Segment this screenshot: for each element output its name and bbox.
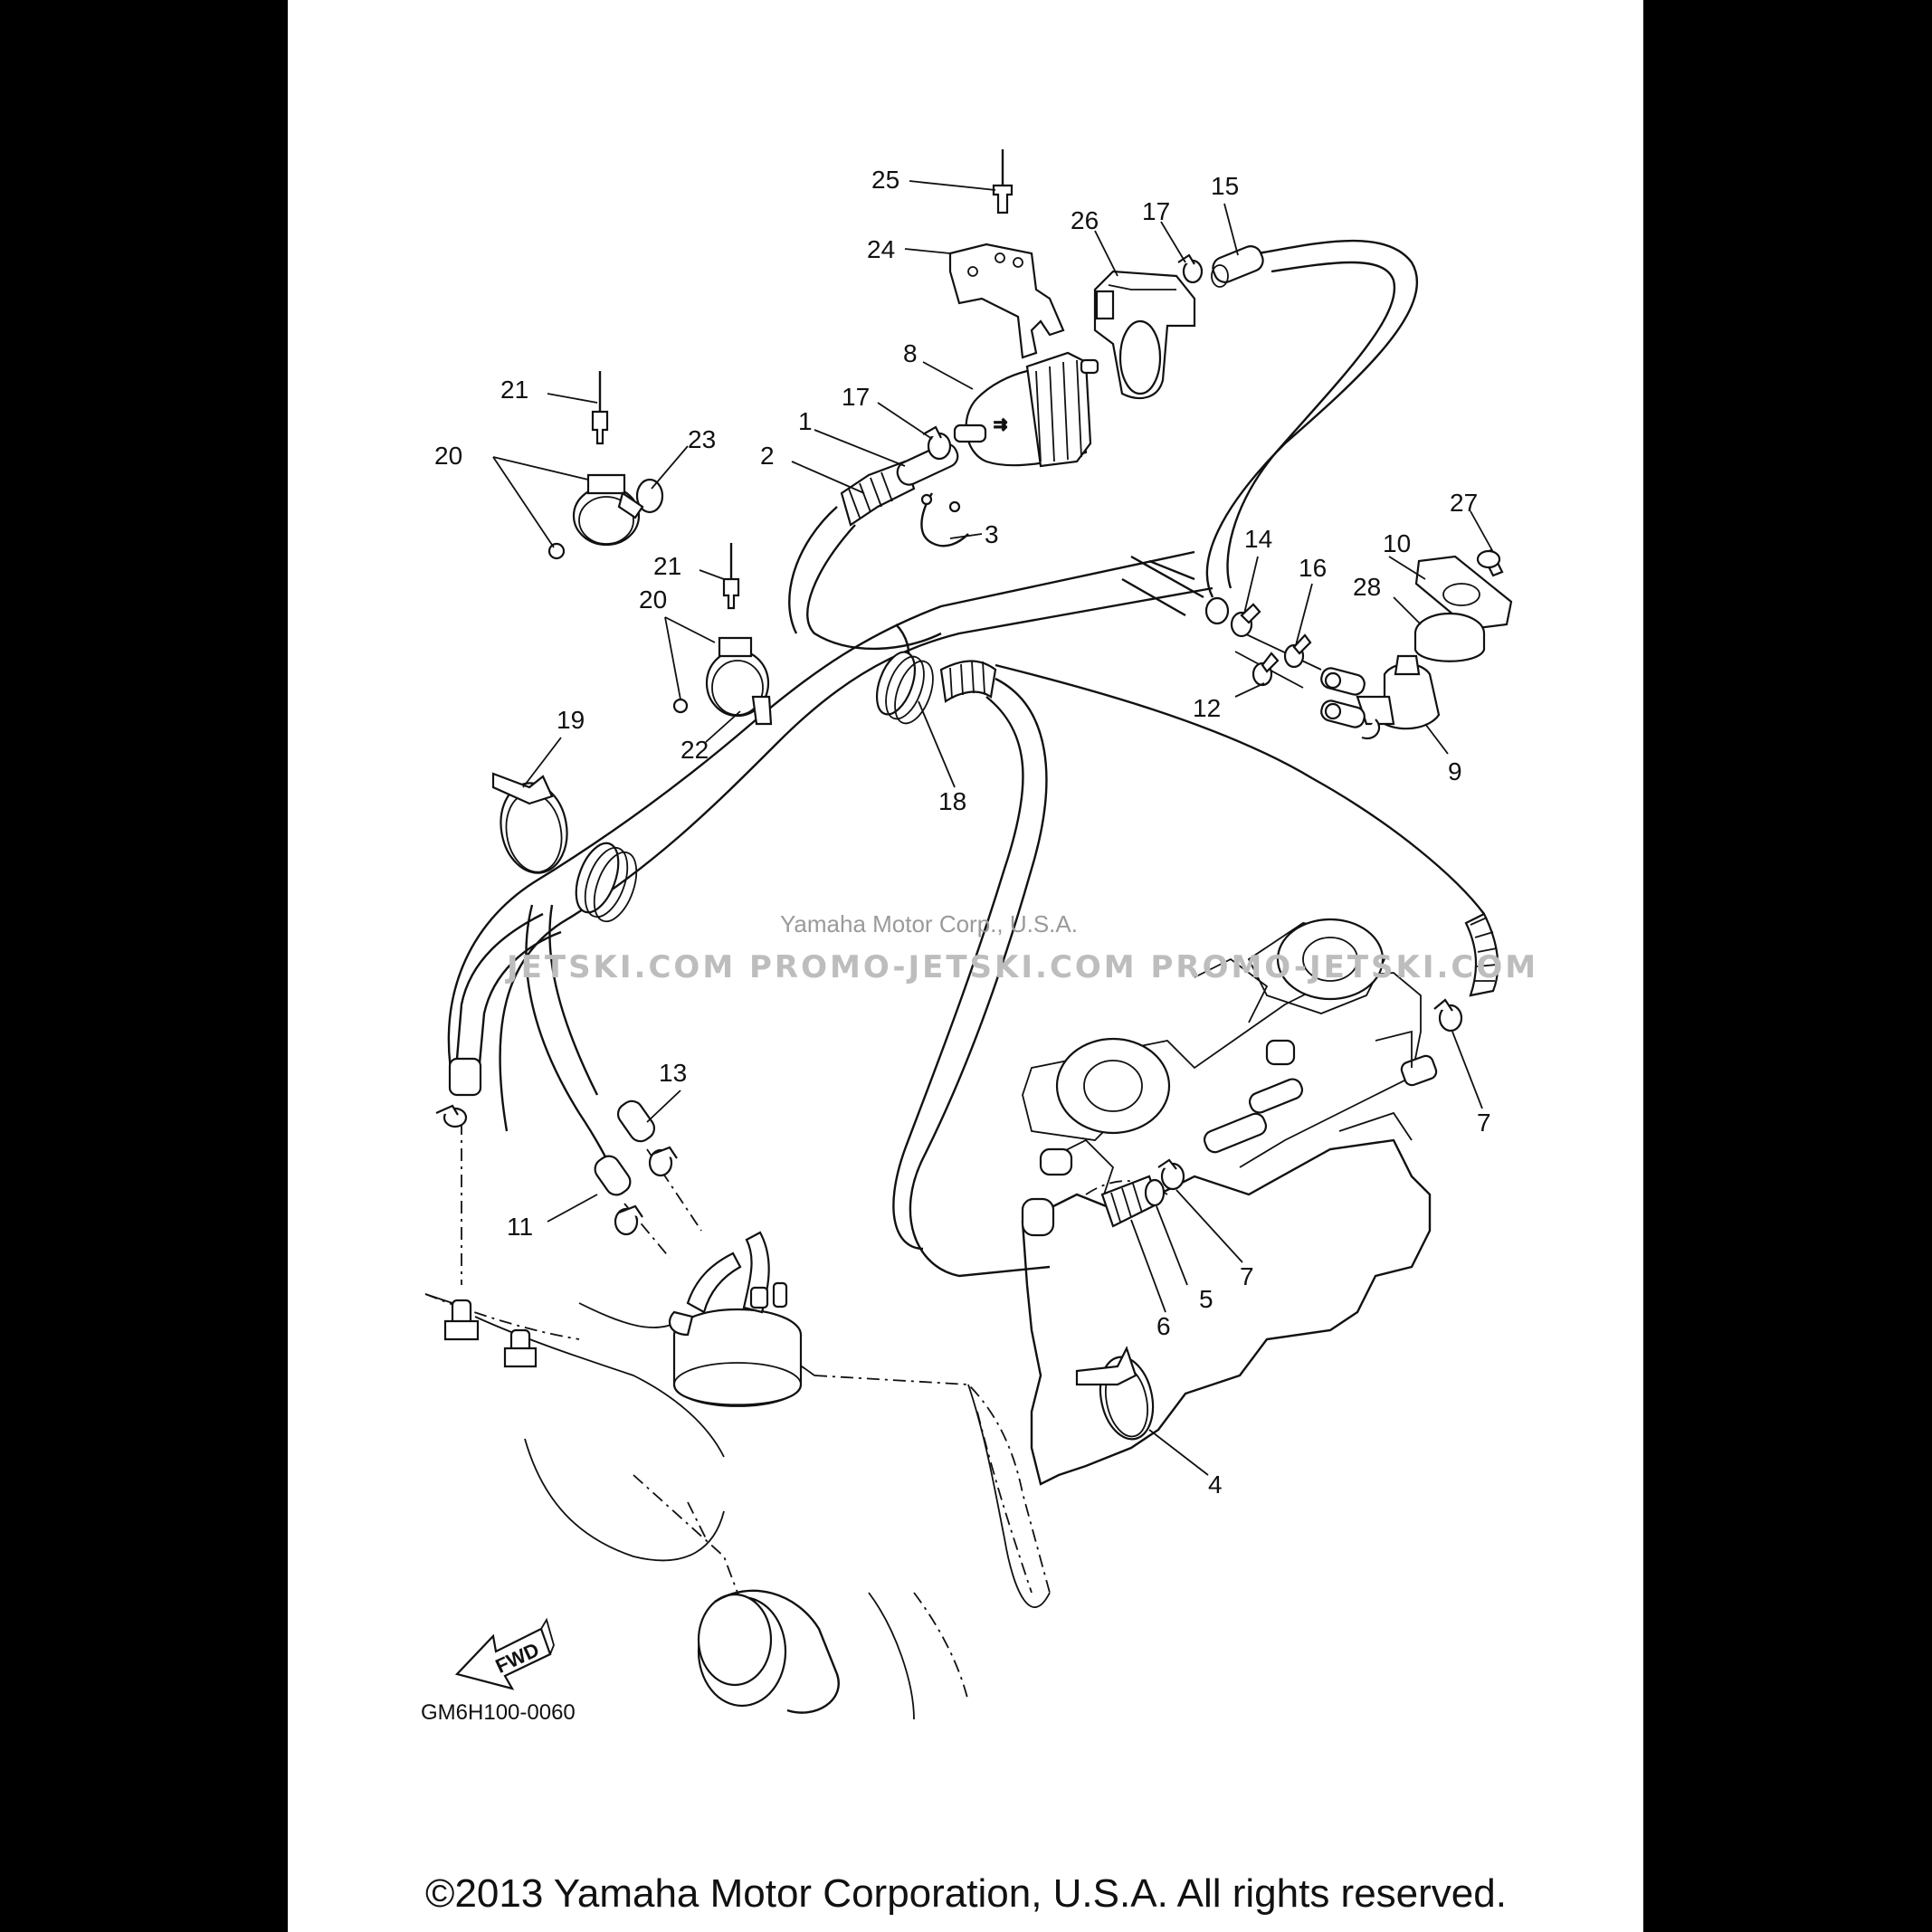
fuel-hoses	[447, 239, 1499, 1285]
callout-13: 13	[659, 1059, 687, 1087]
callout-24: 24	[867, 235, 895, 263]
callout-3: 3	[985, 520, 999, 548]
callout-9: 9	[1448, 757, 1462, 785]
fuel-tank	[424, 1231, 1051, 1720]
callout-28: 28	[1353, 573, 1381, 601]
bracket-24	[948, 243, 1065, 359]
gasket-10	[1414, 555, 1513, 631]
band-19	[491, 772, 568, 874]
screw-27	[1476, 548, 1504, 577]
callout-5: 5	[1199, 1285, 1213, 1313]
callout-17-mid: 17	[842, 383, 870, 411]
clamp-set-upper-left	[547, 371, 664, 560]
callout-21-upper: 21	[500, 376, 528, 404]
svg-text:⇉: ⇉	[994, 415, 1007, 434]
fuel-pickup-unit	[668, 1231, 803, 1407]
filter-holder-26	[1093, 270, 1196, 400]
spacer-28	[1413, 612, 1486, 662]
clips-11-13	[435, 1104, 678, 1236]
clamp-17-top	[1177, 253, 1204, 284]
callout-17-top: 17	[1142, 197, 1170, 225]
clip-7-right	[1433, 998, 1463, 1033]
clip-7-center	[1157, 1158, 1185, 1191]
callout-18: 18	[938, 787, 966, 815]
callout-6: 6	[1156, 1312, 1171, 1340]
callout-12: 12	[1193, 694, 1221, 722]
intake-flange-left	[1055, 1037, 1171, 1135]
callout-25: 25	[871, 166, 899, 194]
clamps-12-14-16	[1230, 603, 1312, 687]
callout-2: 2	[760, 442, 775, 470]
intake-flange-right	[1276, 918, 1385, 1001]
carburetor-assembly	[1021, 918, 1438, 1486]
hose-15	[1211, 245, 1264, 288]
fuel-system-exploded-diagram: ⇉	[421, 149, 1538, 1725]
callout-20-upper: 20	[434, 442, 462, 470]
clamp-set-lower-left	[672, 543, 773, 726]
callout-19: 19	[557, 706, 585, 734]
drawing-code: GM6H100-0060	[421, 1700, 576, 1725]
tank-vent-fitting	[443, 1299, 538, 1368]
callout-27: 27	[1450, 489, 1478, 517]
callout-labels: 25 24 26 17 15 8 17 1 2 3 21 20 23 21 20…	[434, 166, 1491, 1499]
callout-10: 10	[1383, 529, 1411, 557]
callout-7-right: 7	[1477, 1109, 1491, 1137]
copyright-notice: ©2013 Yamaha Motor Corporation, U.S.A. A…	[425, 1871, 1507, 1916]
band-clamp-4	[1075, 1346, 1155, 1441]
watermark: JETSKI.COM PROMO-JETSKI.COM PROMO-JETSKI…	[505, 949, 1538, 985]
callout-20-lower: 20	[639, 585, 667, 614]
callout-16: 16	[1299, 554, 1327, 582]
hose-11	[594, 1155, 632, 1196]
callout-26: 26	[1071, 206, 1099, 234]
callout-7-center: 7	[1240, 1262, 1254, 1290]
callout-22: 22	[680, 736, 709, 764]
fuel-filter-8: ⇉	[953, 351, 1099, 468]
forward-arrow-icon: FWD	[454, 1617, 555, 1690]
callout-14: 14	[1244, 525, 1272, 553]
fuel-pump-9	[1320, 654, 1441, 740]
callout-15: 15	[1211, 172, 1239, 200]
vent-hose-end	[448, 1057, 482, 1097]
hose-6-and-clamp-5	[1100, 1175, 1166, 1228]
callout-23: 23	[688, 425, 716, 453]
watermark-subtext: Yamaha Motor Corp., U.S.A.	[780, 910, 1078, 937]
hose-13	[616, 1099, 656, 1143]
diagram-sheet: ⇉	[288, 0, 1643, 1932]
leader-lines	[492, 180, 1494, 1476]
clamp-17-mid	[922, 425, 952, 461]
callout-1: 1	[798, 407, 813, 435]
callout-21-lower: 21	[653, 552, 681, 580]
callout-8: 8	[903, 339, 918, 367]
callout-11: 11	[507, 1213, 533, 1241]
callout-4: 4	[1208, 1470, 1223, 1499]
rivet-25	[992, 149, 1014, 214]
